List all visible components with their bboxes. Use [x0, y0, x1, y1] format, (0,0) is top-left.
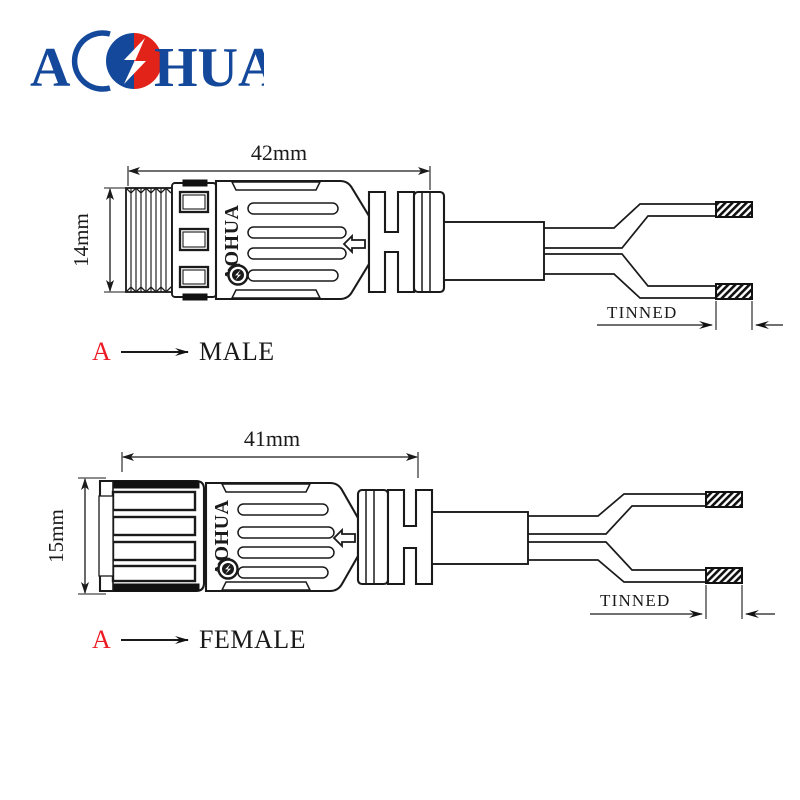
male-view-label: MALE: [199, 337, 275, 366]
female-strain-relief: [356, 488, 434, 586]
female-body-brand-print: AOHUA: [211, 499, 233, 576]
female-direction-arrow-icon: [332, 527, 356, 549]
male-body-mark-icon: [227, 263, 249, 286]
female-diameter-label: 15mm: [44, 509, 68, 563]
female-caption: A FEMALE: [92, 625, 306, 654]
male-tinned-end-lower: [715, 283, 753, 300]
male-length-dimension: 42mm: [127, 140, 431, 190]
logo-circle-blue-half: [106, 33, 134, 89]
female-tinned-end-lower: [705, 567, 743, 584]
male-marker-letter: A: [92, 337, 111, 366]
female-ribbed-cap: [98, 479, 206, 593]
male-direction-arrow-icon: [342, 233, 366, 255]
female-tinned-callout: TINNED: [590, 585, 775, 619]
male-collar-tab-top: [182, 179, 208, 187]
aohua-logo: A HUA: [14, 24, 264, 98]
female-diameter-dimension: 15mm: [44, 477, 106, 595]
female-body-shell: AOHUA: [204, 481, 360, 593]
male-latch-collar: [171, 179, 217, 301]
male-body-brand-print: AOHUA: [221, 204, 243, 281]
logo-wordmark-hua: HUA: [154, 37, 264, 98]
male-threaded-barrel: [125, 187, 177, 293]
female-tinned-label: TINNED: [600, 591, 670, 610]
male-cable-jacket: [443, 221, 545, 281]
male-tinned-label: TINNED: [607, 303, 677, 322]
female-view-label: FEMALE: [199, 625, 306, 654]
logo-bolt-icon: [124, 38, 146, 84]
female-length-dimension: 41mm: [121, 426, 419, 478]
male-diameter-dimension: 14mm: [69, 187, 131, 293]
female-wire-pair: [528, 491, 743, 584]
female-body-mark-icon: [217, 557, 239, 580]
female-view: 41mm 15mm: [44, 426, 775, 654]
logo-wordmark-a: A: [30, 37, 71, 98]
male-strain-relief: [367, 190, 446, 294]
male-diameter-label: 14mm: [69, 213, 93, 267]
female-tinned-end-upper: [705, 491, 743, 508]
male-length-label: 42mm: [251, 140, 307, 165]
female-length-label: 41mm: [244, 426, 300, 451]
male-caption: A MALE: [92, 337, 275, 366]
male-body-shell: AOHUA: [214, 179, 371, 301]
female-cable-jacket: [431, 511, 529, 565]
female-cap-bar-bottom: [112, 583, 200, 592]
logo-outer-arc: [71, 30, 111, 92]
male-wire-pair: [544, 201, 753, 300]
male-body-brand-text: AOHUA: [221, 204, 243, 281]
female-cap-bar-top: [112, 480, 200, 489]
female-marker-letter: A: [92, 625, 111, 654]
female-body-brand-text: AOHUA: [211, 499, 233, 576]
aohua-logo-icon: A HUA: [30, 30, 264, 98]
male-view: 42mm 14mm: [69, 140, 783, 366]
male-tinned-callout: TINNED: [597, 301, 783, 330]
male-tinned-end-upper: [715, 201, 753, 218]
male-collar-tab-bottom: [182, 293, 208, 301]
